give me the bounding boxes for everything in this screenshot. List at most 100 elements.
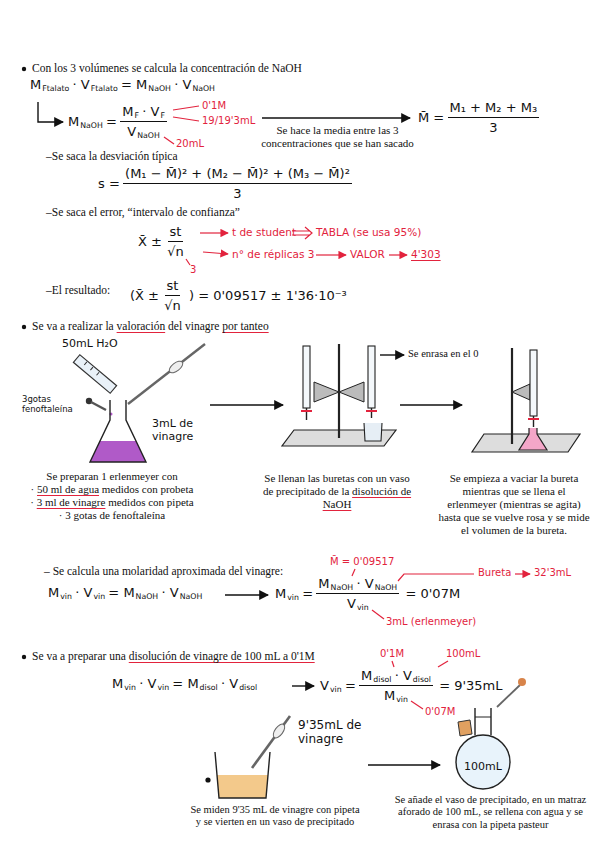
annotation-group: 4'303 xyxy=(411,248,441,260)
subscript: vin xyxy=(357,603,369,612)
subscript: disol xyxy=(239,683,257,692)
note-text: · xyxy=(59,509,63,521)
fraction-numerator: st xyxy=(168,224,184,242)
subscript: vin xyxy=(287,593,299,602)
note-text: 50 ml de agua xyxy=(37,483,99,495)
red-annotation: VALOR xyxy=(350,248,385,260)
bullet xyxy=(22,325,26,329)
formula-text: = M xyxy=(108,585,134,600)
note-text: Se enrasa en el 0 xyxy=(408,348,479,359)
subscript: NaOH xyxy=(136,592,159,601)
pipette xyxy=(128,344,205,404)
note-text: –Se saca el error, “intervalo de confian… xyxy=(46,206,240,218)
subscript: Ftalato xyxy=(91,84,118,93)
fraction-numerator: MF· VF xyxy=(120,104,167,122)
subscript: NaOH xyxy=(80,121,103,130)
formula-text: M xyxy=(30,77,41,92)
formula-text: 3 xyxy=(489,120,497,135)
formula-text: · V xyxy=(142,104,159,119)
formula-text: · V xyxy=(221,676,238,691)
formula-text: · V xyxy=(139,676,156,691)
annotation-group: 3mL (erlenmeyer) xyxy=(386,616,476,628)
red-annotation: t de student xyxy=(232,226,296,238)
text-line: s =(M₁ − M̄)² + (M₂ − M̄)² + (M₃ − M̄)²3 xyxy=(98,166,355,202)
subscript: disol xyxy=(373,675,391,684)
text-line: 20mL xyxy=(176,138,204,150)
formula-text: = 9'35mL xyxy=(439,678,502,693)
subscript: vin xyxy=(124,683,136,692)
note-text: – Se calcula una molaridad aproximada de… xyxy=(44,565,283,577)
formula-text: = M xyxy=(121,77,147,92)
fraction: MNaOH· VNaOHVvin xyxy=(316,576,399,612)
text-line: Se añade el vaso de precipitado, en un m… xyxy=(388,794,593,831)
red-annotation: 20mL xyxy=(176,138,204,150)
note-text: Se va a realizar la xyxy=(32,320,114,332)
note-text: 3 gotas de fenoftaleína xyxy=(65,509,165,521)
pipette xyxy=(252,716,290,768)
text-block: 3gotas fenoftaleína xyxy=(22,394,82,414)
text-line: 100mL xyxy=(446,648,480,660)
formula-text: M̄ = xyxy=(418,110,444,125)
annotation-group: n° de réplicas 3 xyxy=(232,248,314,260)
flask-text: 100mL xyxy=(455,756,511,774)
pipette xyxy=(128,344,205,404)
fraction-denominator: √n xyxy=(165,242,186,259)
formula-text: · V xyxy=(356,576,373,591)
red-leader xyxy=(164,106,530,709)
graduated-cylinder xyxy=(73,355,116,394)
formula-text: M xyxy=(361,668,372,683)
formula-text: V xyxy=(127,124,136,139)
pasteur-pipette xyxy=(518,678,526,686)
formula: s =(M₁ − M̄)² + (M₂ − M̄)² + (M₃ − M̄)²3 xyxy=(98,166,355,202)
annotation-group: t de student xyxy=(232,226,296,238)
formula-text: M₁ + M₂ + M₃ xyxy=(450,100,538,115)
note-text: del vinagre xyxy=(168,320,219,332)
text-line: –Se saca el error, “intervalo de confian… xyxy=(46,206,240,220)
burette xyxy=(533,416,534,427)
beaker xyxy=(217,775,268,798)
text-block: Se enrasa en el 0 xyxy=(408,348,479,360)
fraction: st √n xyxy=(165,224,186,260)
text-line: Se empieza a vaciar la bureta mientras q… xyxy=(438,472,590,537)
erlenmeyer xyxy=(90,400,146,462)
formula: MNaOH=MF· VFVNaOH xyxy=(68,104,170,140)
annotation-group: M̄ = 0'09517 xyxy=(330,556,394,568)
fraction-numerator: MNaOH· VNaOH xyxy=(316,576,399,594)
formula-text: M xyxy=(384,688,395,703)
note-text: Se va a preparar una xyxy=(32,650,126,662)
formula-text: = xyxy=(106,114,117,129)
note-text: por tanteo xyxy=(222,320,268,332)
note-text: Se hace la media entre las 3 concentraci… xyxy=(261,124,414,149)
red-annotation: TABLA (se usa 95%) xyxy=(316,226,421,238)
stand xyxy=(282,344,396,446)
note-text: 3gotas fenoftaleína xyxy=(22,394,73,414)
red-leader xyxy=(173,117,199,121)
text-block: Se va a realizar lavaloracióndel vinagre… xyxy=(32,320,269,334)
fraction-denominator: 3 xyxy=(231,184,243,201)
text-block: Se llenan las buretas con un vaso de pre… xyxy=(262,472,412,511)
formula: Vvin=Mdisol· VdisolMvin= 9'35mL xyxy=(320,668,503,704)
text-line: 19/19'3mL xyxy=(202,115,255,127)
graduated-cylinder xyxy=(73,355,116,394)
red-annotation: M̄ = 0'09517 xyxy=(330,556,394,568)
text-line: 3mL (erlenmeyer) xyxy=(386,616,476,628)
text-line: Mvin· Vvin= MNaOH· VNaOH xyxy=(48,585,202,600)
note-text: 50mL H₂O xyxy=(62,337,118,350)
text-line: Se preparan 1 erlenmeyer con xyxy=(22,470,202,483)
text-line: 9'35mL de vinagre xyxy=(298,718,370,746)
erlenmeyer xyxy=(519,428,547,450)
burette xyxy=(306,408,307,420)
annotation-group: 19/19'3mL xyxy=(202,115,255,127)
formula-arrow xyxy=(368,764,440,765)
flask-outline xyxy=(455,708,511,792)
formula: (X̄ ±st√n) = 0'09517 ± 1'36·10⁻³ xyxy=(130,278,347,314)
formula-text: 3 xyxy=(233,186,241,201)
red-annotation: 19/19'3mL xyxy=(202,115,255,127)
subscript: NaOH xyxy=(137,131,160,140)
formula-arrow xyxy=(262,117,410,118)
formula-text: M xyxy=(112,676,123,691)
text-line: Se llenan las buretas con un vaso de pre… xyxy=(262,472,412,511)
text-line: n° de réplicas 3 xyxy=(232,248,314,260)
formula-text: st xyxy=(170,224,182,239)
